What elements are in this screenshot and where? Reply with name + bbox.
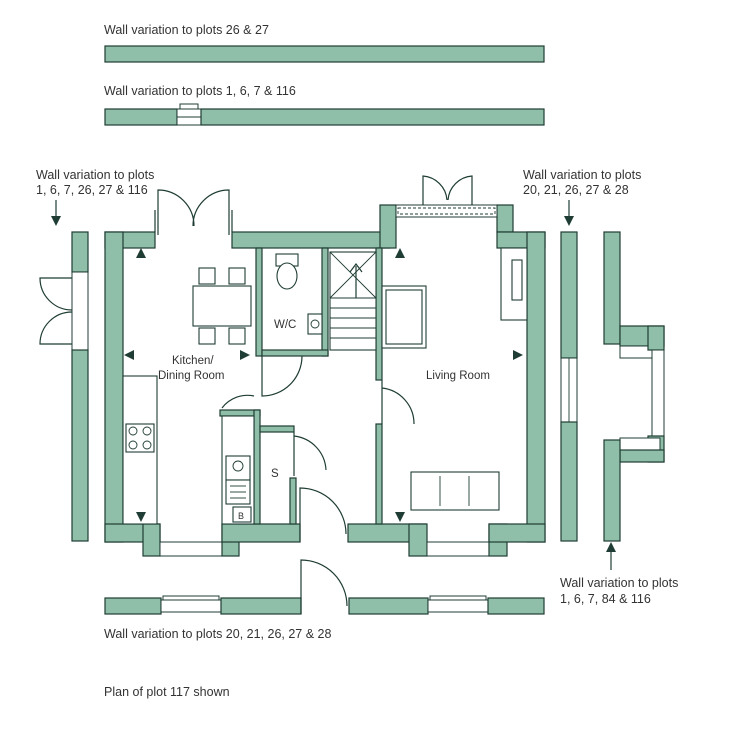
- room-label-kitchen-line2: Dining Room: [158, 370, 224, 382]
- variation-wall-right-2-bay: [603, 231, 665, 542]
- variation-wall-right-1: [560, 231, 578, 542]
- variation-wall-top-1: [104, 45, 545, 63]
- variation-caption-left-line1: Wall variation to plots: [36, 168, 154, 182]
- variation-wall-top-2: [104, 103, 545, 126]
- variation-caption-right-bottom-line1: Wall variation to plots: [560, 576, 678, 590]
- room-label-living: Living Room: [426, 370, 490, 382]
- main-plan: B: [104, 175, 546, 557]
- variation-caption-right-top-line2: 20, 21, 26, 27 & 28: [523, 183, 629, 197]
- variation-wall-left: [39, 200, 89, 542]
- variation-wall-bottom: [104, 559, 545, 615]
- variation-caption-top-1: Wall variation to plots 26 & 27: [104, 23, 269, 37]
- room-label-kitchen-line1: Kitchen/: [172, 355, 214, 367]
- boiler-label: B: [238, 511, 244, 521]
- variation-caption-left-line2: 1, 6, 7, 26, 27 & 116: [36, 183, 148, 197]
- variation-caption-bottom: Wall variation to plots 20, 21, 26, 27 &…: [104, 627, 331, 641]
- variation-caption-right-bottom-line2: 1, 6, 7, 84 & 116: [560, 592, 651, 606]
- room-label-wc: W/C: [274, 319, 296, 331]
- room-label-store: S: [271, 468, 279, 480]
- plan-footer-note: Plan of plot 117 shown: [104, 685, 230, 699]
- variation-caption-right-top-line1: Wall variation to plots: [523, 168, 641, 182]
- variation-caption-top-2: Wall variation to plots 1, 6, 7 & 116: [104, 84, 296, 98]
